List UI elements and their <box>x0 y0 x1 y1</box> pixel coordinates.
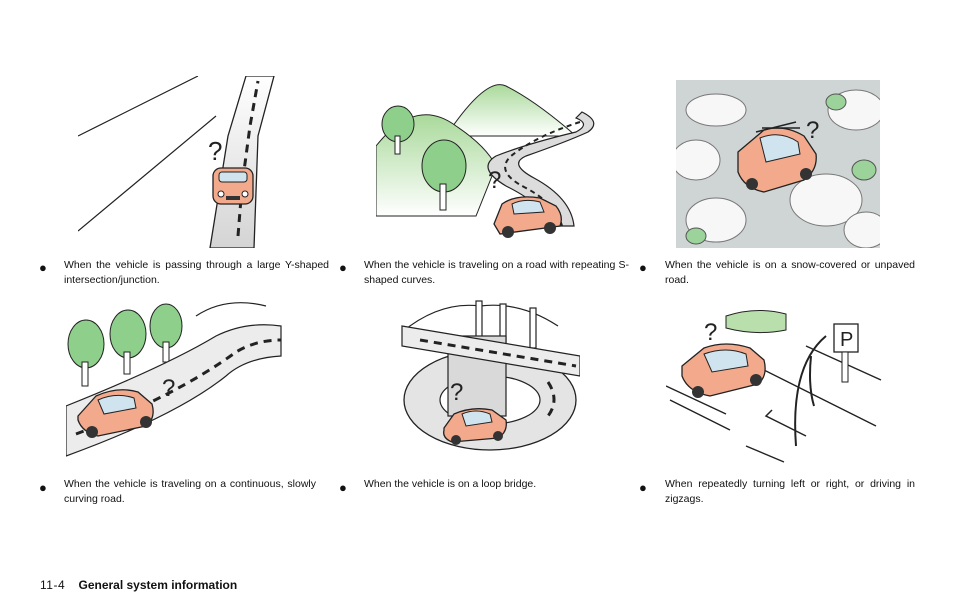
page-number: 11-4 <box>40 578 66 592</box>
question-mark: ? <box>450 379 463 406</box>
illustration-loop-bridge: ? <box>380 296 580 456</box>
tree <box>67 319 105 387</box>
question-mark: ? <box>704 319 717 346</box>
hedge <box>725 310 787 334</box>
car <box>77 389 154 438</box>
caption-loop-bridge: When the vehicle is on a loop bridge. <box>364 478 537 490</box>
svg-text:P: P <box>840 329 853 351</box>
question-mark: ? <box>488 167 501 194</box>
tree <box>109 309 147 375</box>
bullet: ● <box>639 480 647 495</box>
bullet: ● <box>339 260 347 275</box>
tree <box>149 303 183 363</box>
caption-y-intersection: When the vehicle is passing through a la… <box>64 259 329 286</box>
lane-dashes <box>504 121 581 227</box>
car <box>681 343 766 398</box>
lane-dashes <box>236 80 260 237</box>
road-left-branch <box>78 76 217 232</box>
illustration-y-intersection: ? <box>78 76 318 248</box>
bullet: ● <box>339 480 347 495</box>
bullet: ● <box>39 260 47 275</box>
car <box>443 408 507 445</box>
snow-bushes <box>676 89 880 248</box>
question-mark: ? <box>806 117 819 144</box>
bullet: ● <box>39 480 47 495</box>
direction-arrow <box>764 409 807 437</box>
road-y-shape <box>209 76 275 248</box>
question-mark: ? <box>208 136 222 166</box>
illustration-zigzag: P ? <box>666 296 886 466</box>
road-edge <box>195 302 267 317</box>
illustration-snow-road: ? <box>676 80 880 248</box>
caption-slow-curve: When the vehicle is traveling on a conti… <box>64 478 316 505</box>
hill-back <box>445 84 578 137</box>
bullet: ● <box>639 260 647 275</box>
lane-markings <box>666 345 882 463</box>
car <box>737 121 817 193</box>
lane-dashes <box>419 338 577 417</box>
caption-snow-road: When the vehicle is on a snow-covered or… <box>665 259 915 286</box>
question-mark: ? <box>162 375 175 402</box>
caption-s-curves: When the vehicle is traveling on a road … <box>364 259 629 286</box>
car <box>212 167 254 205</box>
section-title: General system information <box>78 578 238 592</box>
turn-path <box>794 335 827 447</box>
tree <box>421 139 467 211</box>
illustration-slow-curve: ? <box>66 296 286 466</box>
tree <box>381 105 415 155</box>
snow-trees <box>685 93 877 245</box>
page-footer: 11-4 General system information <box>40 578 237 592</box>
illustration-s-curves: ? <box>376 76 616 248</box>
s-curve-road <box>487 111 595 227</box>
car <box>493 196 562 238</box>
caption-zigzag: When repeatedly turning left or right, o… <box>665 478 915 505</box>
parking-sign: P <box>833 323 859 383</box>
